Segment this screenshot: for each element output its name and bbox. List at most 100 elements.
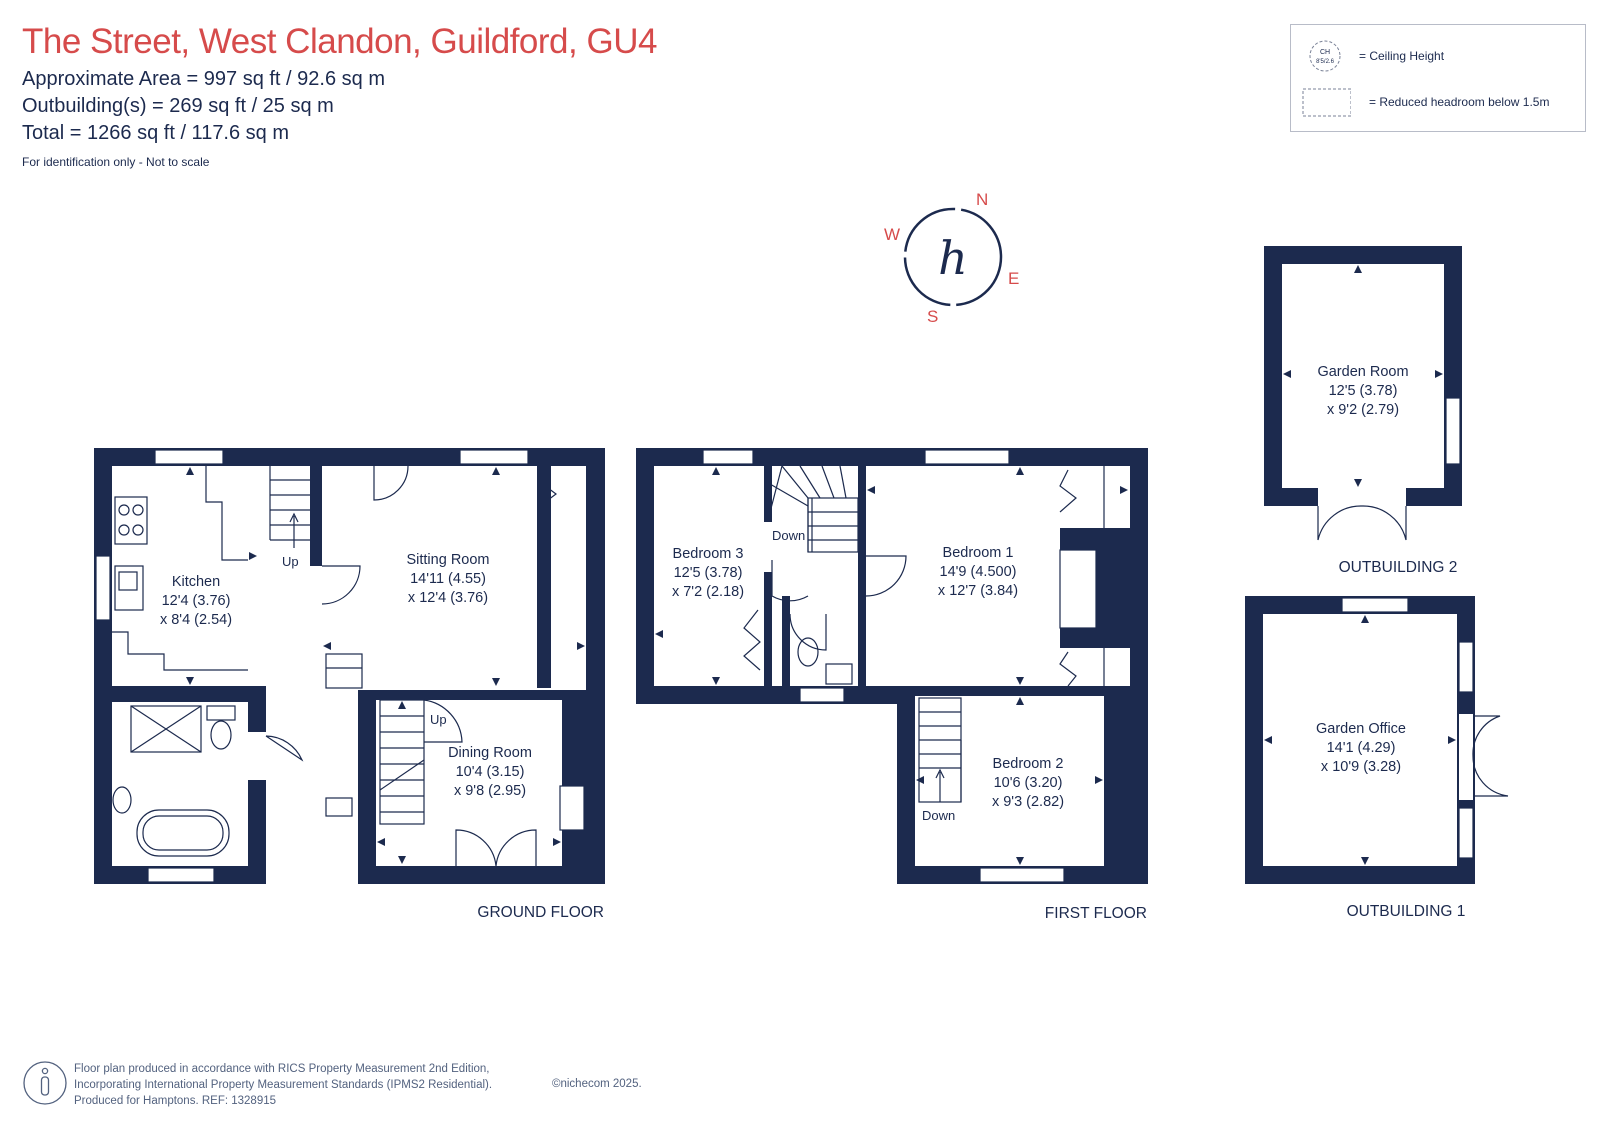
bedroom3-name: Bedroom 3 (673, 546, 744, 562)
outbuilding-area: Outbuilding(s) = 269 sq ft / 25 sq m (22, 95, 334, 117)
compass-ring (903, 207, 1003, 307)
gf-window-kitchen (154, 449, 224, 465)
garden-office-dim2: x 10'9 (3.28) (1321, 759, 1401, 775)
info-icon (23, 1061, 67, 1105)
stair-down-landing: Down (772, 528, 805, 543)
ff-wall-left (636, 448, 654, 704)
compass-east: E (1008, 269, 1019, 288)
sitting-room-dim2: x 12'4 (3.76) (408, 590, 488, 606)
kitchen-dim2: x 8'4 (2.54) (160, 612, 232, 628)
ff-stairs-landing (769, 465, 859, 553)
footer-line3: Produced for Hamptons. REF: 1328915 (74, 1095, 277, 1107)
kitchen-name: Kitchen (172, 574, 220, 590)
gf-window-kitchen-side (95, 555, 111, 621)
first-floor (636, 448, 1148, 884)
gf-wall-dining-right (562, 690, 586, 866)
ff-window-wc (799, 687, 845, 703)
ob2-doors (1317, 505, 1407, 541)
gf-wall-right (586, 448, 605, 884)
stair-up-kitchen: Up (282, 554, 299, 569)
compass-north: N (976, 190, 988, 209)
first-floor-label: FIRST FLOOR (1045, 905, 1147, 922)
ob1-window-top (1341, 597, 1409, 613)
ground-floor-label: GROUND FLOOR (477, 904, 604, 921)
floor-labels: GROUND FLOOR FIRST FLOOR OUTBUILDING 2 O… (477, 559, 1465, 922)
gf-door-sitting-hall (373, 465, 409, 501)
garden-room-name: Garden Room (1317, 364, 1408, 380)
gf-wall-left (94, 448, 112, 884)
ob2-window (1445, 397, 1461, 465)
approximate-area: Approximate Area = 997 sq ft / 92.6 sq m (22, 68, 385, 90)
fireplace (1059, 549, 1097, 629)
ff-wall-bed1-bed2 (858, 686, 1130, 696)
reduced-headroom-label: = Reduced headroom below 1.5m (1369, 95, 1550, 109)
ceiling-symbol-bottom: 8'5/2.6 (1316, 59, 1334, 65)
gf-wall-dining-left (358, 690, 376, 884)
ceiling-height-label: = Ceiling Height (1359, 49, 1445, 63)
kitchen-counter (205, 466, 248, 561)
ff-wall-right (1130, 448, 1148, 884)
ff-wall-top (636, 448, 1148, 466)
gf-stairs-dining (379, 699, 425, 825)
ff-door-bed3 (771, 560, 809, 602)
measurement-arrows (186, 265, 1456, 865)
stair-up-dining: Up (430, 712, 447, 727)
basin (112, 786, 132, 814)
hob (114, 496, 148, 545)
dining-room-dim2: x 9'8 (2.95) (454, 783, 526, 799)
ff-door-bed1 (865, 555, 907, 597)
copyright: ©nichecom 2025. (552, 1078, 642, 1090)
ob1-wall-left (1245, 596, 1263, 884)
bedroom2-dim1: 10'6 (3.20) (994, 775, 1063, 791)
outbuilding-2 (1264, 246, 1462, 541)
wc (210, 720, 232, 750)
ob1-wall-bottom (1245, 866, 1475, 884)
bedroom3-dim2: x 7'2 (2.18) (672, 584, 744, 600)
ff-window-bed3 (702, 449, 754, 465)
stair-labels: Up Up Down Down (282, 528, 955, 823)
garden-office-dim1: 14'1 (4.29) (1327, 740, 1396, 756)
compass-south: S (927, 307, 938, 326)
bedroom1-dim2: x 12'7 (3.84) (938, 583, 1018, 599)
ground-floor-lines (112, 465, 557, 867)
gf-door-dining (423, 699, 463, 743)
gf-door-sitting (321, 565, 361, 605)
ob1-doors (1472, 715, 1509, 797)
ob2-wall-top (1264, 246, 1462, 264)
ff-window-bed1 (924, 449, 1010, 465)
ob2-wall-left (1264, 246, 1282, 506)
legend-symbols: CH 8'5/2.6 (1302, 40, 1351, 117)
room-labels: Kitchen 12'4 (3.76) x 8'4 (2.54) Sitting… (160, 364, 1409, 810)
bedroom2-name: Bedroom 2 (993, 756, 1064, 772)
disclaimer: For identification only - Not to scale (22, 155, 210, 169)
hall-steps (325, 653, 363, 689)
legend-box: CH 8'5/2.6 = Ceiling Height = Reduced he… (1290, 24, 1586, 132)
garden-room-dim1: 12'5 (3.78) (1329, 383, 1398, 399)
ground-floor-fixtures (95, 449, 585, 883)
ob2-wall-right (1444, 246, 1462, 506)
compass-logo: h (938, 231, 968, 285)
page-title: The Street, West Clandon, Guildford, GU4 (22, 22, 657, 61)
gf-wall-bottom-right (358, 866, 605, 884)
gf-window-bath (147, 867, 215, 883)
ceiling-symbol-top: CH (1320, 49, 1330, 56)
ff-door-wc (789, 613, 827, 651)
first-floor-fixtures (702, 449, 1097, 883)
ff-window-bed2 (979, 867, 1065, 883)
ff-wall-bed2-right (1104, 690, 1130, 866)
ff-wall-bed2-left (897, 686, 915, 884)
kitchen-dim1: 12'4 (3.76) (162, 593, 231, 609)
total-area: Total = 1266 sq ft / 117.6 sq m (22, 122, 290, 144)
gf-wall-stair (310, 466, 322, 566)
footer-line2: Incorporating International Property Mea… (74, 1079, 493, 1091)
gf-stairs-kitchen (269, 466, 310, 541)
ff-basin (825, 663, 853, 685)
compass: h N E S W (884, 190, 1019, 326)
gf-window-dining (559, 785, 585, 831)
sitting-room-dim1: 14'11 (4.55) (410, 571, 486, 587)
dining-room-dim1: 10'4 (3.15) (456, 764, 525, 780)
bedroom1-dim1: 14'9 (4.500) (940, 564, 1017, 580)
outbuilding-1 (1245, 596, 1509, 884)
ceiling-height-icon (1309, 40, 1341, 72)
